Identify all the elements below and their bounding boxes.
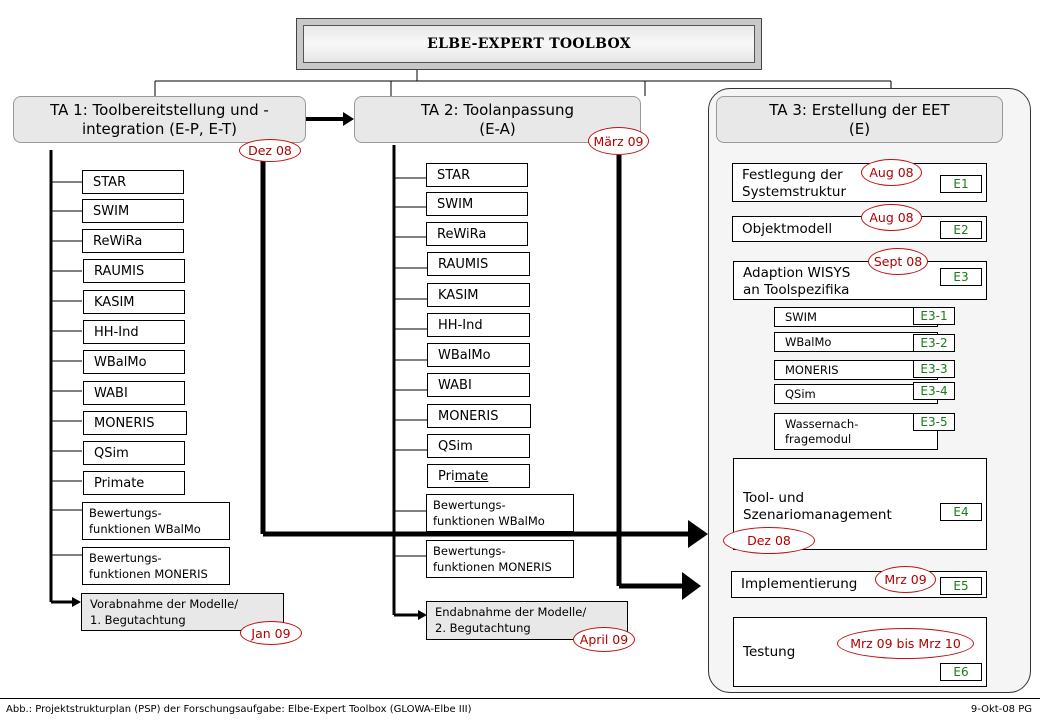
- title-box: ELBE-EXPERT TOOLBOX: [296, 18, 762, 70]
- substep-e3-4-label: QSim: [785, 386, 816, 401]
- code-e3-1: E3-1: [913, 307, 955, 325]
- code-e3-5: E3-5: [913, 413, 955, 431]
- ta1-tool-hh-ind: HH-Ind: [83, 320, 185, 344]
- ta2-eval-moneris-line1: Bewertungs-: [433, 544, 506, 558]
- ta2-eval-moneris: Bewertungs- funktionen MONERIS: [426, 540, 574, 578]
- code-e4: E4: [940, 503, 982, 521]
- substep-e3-4: QSim: [774, 384, 938, 404]
- ta1-eval-wbalmo-line1: Bewertungs-: [89, 506, 162, 520]
- ta1-final-date-badge: Jan 09: [240, 621, 302, 645]
- ta2-final-line1: Endabnahme der Modelle/: [435, 605, 587, 619]
- substep-e3-2: WBalMo: [774, 332, 938, 352]
- ta1-eval-moneris-line1: Bewertungs-: [89, 551, 162, 565]
- substep-e3-2-label: WBalMo: [785, 334, 832, 349]
- figure-caption: Abb.: Projektstrukturplan (PSP) der Fors…: [6, 704, 472, 715]
- ta1-tool-wabi: WABI: [83, 381, 185, 405]
- ta2-final-date-badge: April 09: [573, 627, 635, 652]
- code-e3-2: E3-2: [913, 334, 955, 352]
- ta2-tool-hh-ind: HH-Ind: [427, 313, 530, 337]
- ta1-tool-qsim: QSim: [83, 441, 185, 465]
- step-e3-line2: an Toolspezifika: [743, 282, 850, 298]
- ta1-tool-kasim: KASIM: [83, 290, 185, 314]
- ta1-tool-star: STAR: [82, 170, 184, 194]
- code-e6: E6: [940, 663, 982, 681]
- ta1-eval-wbalmo-line2: funktionen WBalMo: [89, 522, 201, 536]
- step-e2-line1: Objektmodell: [742, 220, 833, 237]
- ta1-eval-wbalmo: Bewertungs- funktionen WBalMo: [82, 502, 230, 540]
- step-e5-line1: Implementierung: [741, 576, 858, 592]
- step-e3-line1: Adaption WISYS: [743, 265, 851, 281]
- ta1-tool-swim: SWIM: [82, 199, 184, 223]
- substep-e3-5-line1: Wassernach-: [785, 417, 859, 431]
- code-e2: E2: [940, 221, 982, 239]
- ta1-header-line1: TA 1: Toolbereitstellung und -: [50, 100, 269, 119]
- ta2-tool-qsim: QSim: [427, 434, 530, 458]
- ta2-eval-wbalmo: Bewertungs- funktionen WBalMo: [426, 494, 574, 532]
- date-e2: Aug 08: [861, 204, 922, 231]
- code-e3-3: E3-3: [913, 360, 955, 378]
- ta2-primate-prefix: Pri: [438, 468, 455, 484]
- ta3-header-line2: (E): [848, 119, 871, 138]
- ta1-tool-rewira: ReWiRa: [82, 229, 184, 253]
- date-e6: Mrz 09 bis Mrz 10: [837, 628, 974, 659]
- code-e3-4: E3-4: [913, 382, 955, 400]
- ta1-header: TA 1: Toolbereitstellung und - integrati…: [13, 96, 306, 143]
- ta1-tool-primate: Primate: [83, 471, 185, 495]
- ta1-eval-moneris-line2: funktionen MONERIS: [89, 567, 208, 581]
- ta3-header: TA 3: Erstellung der EET (E): [716, 96, 1003, 143]
- ta2-tool-raumis: RAUMIS: [427, 252, 530, 276]
- ta2-eval-wbalmo-line2: funktionen WBalMo: [433, 514, 545, 528]
- step-e1-line1: Festlegung der: [742, 167, 843, 183]
- date-e5: Mrz 09: [875, 566, 936, 593]
- ta1-tool-raumis: RAUMIS: [83, 259, 185, 283]
- ta2-header-line2: (E-A): [479, 119, 516, 138]
- ta2-header-line1: TA 2: Toolanpassung: [420, 100, 575, 119]
- ta1-tool-moneris: MONERIS: [83, 411, 187, 435]
- ta2-tool-star: STAR: [426, 163, 528, 187]
- step-e4-line1: Tool- und: [743, 490, 805, 506]
- ta1-tool-wbalmo: WBalMo: [83, 350, 185, 374]
- ta2-tool-rewira: ReWiRa: [426, 222, 528, 246]
- step-e4-line2: Szenariomanagement: [743, 507, 892, 523]
- ta1-final-line1: Vorabnahme der Modelle/: [90, 597, 239, 611]
- substep-e3-5: Wassernach- fragemodul: [774, 413, 938, 450]
- date-e3: Sept 08: [868, 248, 928, 275]
- footer-stamp: 9-Okt-08 PG: [970, 704, 1032, 715]
- substep-e3-1-label: SWIM: [785, 309, 817, 324]
- substep-e3-3: MONERIS: [774, 360, 938, 380]
- ta2-eval-moneris-line2: funktionen MONERIS: [433, 560, 552, 574]
- ta2-tool-wbalmo: WBalMo: [427, 343, 530, 367]
- ta2-eval-wbalmo-line1: Bewertungs-: [433, 498, 506, 512]
- ta1-date-badge: Dez 08: [239, 139, 301, 162]
- substep-e3-3-label: MONERIS: [785, 362, 839, 377]
- ta2-tool-swim: SWIM: [426, 192, 528, 216]
- ta1-header-line2: integration (E-P, E-T): [81, 119, 237, 138]
- date-e4: Dez 08: [723, 527, 815, 554]
- ta2-primate-underlined: mate: [454, 468, 489, 484]
- ta1-eval-moneris: Bewertungs- funktionen MONERIS: [82, 547, 230, 585]
- footer-divider: [0, 698, 1040, 699]
- code-e1: E1: [940, 175, 982, 193]
- ta2-tool-kasim: KASIM: [427, 283, 530, 307]
- ta3-header-line1: TA 3: Erstellung der EET: [769, 100, 950, 119]
- code-e3: E3: [940, 268, 982, 286]
- ta2-tool-moneris: MONERIS: [427, 404, 531, 428]
- date-e1: Aug 08: [861, 159, 922, 186]
- code-e5: E5: [940, 577, 982, 595]
- substep-e3-5-line2: fragemodul: [785, 432, 852, 446]
- ta2-date-badge: März 09: [588, 127, 649, 155]
- ta2-final-line2: 2. Begutachtung: [435, 621, 531, 635]
- substep-e3-1: SWIM: [774, 307, 938, 327]
- step-e1-line2: Systemstruktur: [742, 184, 846, 200]
- diagram-title: ELBE-EXPERT TOOLBOX: [303, 25, 755, 63]
- step-e6-line1: Testung: [743, 643, 796, 660]
- ta2-tool-wabi: WABI: [427, 373, 530, 397]
- ta1-final-line2: 1. Begutachtung: [90, 613, 186, 627]
